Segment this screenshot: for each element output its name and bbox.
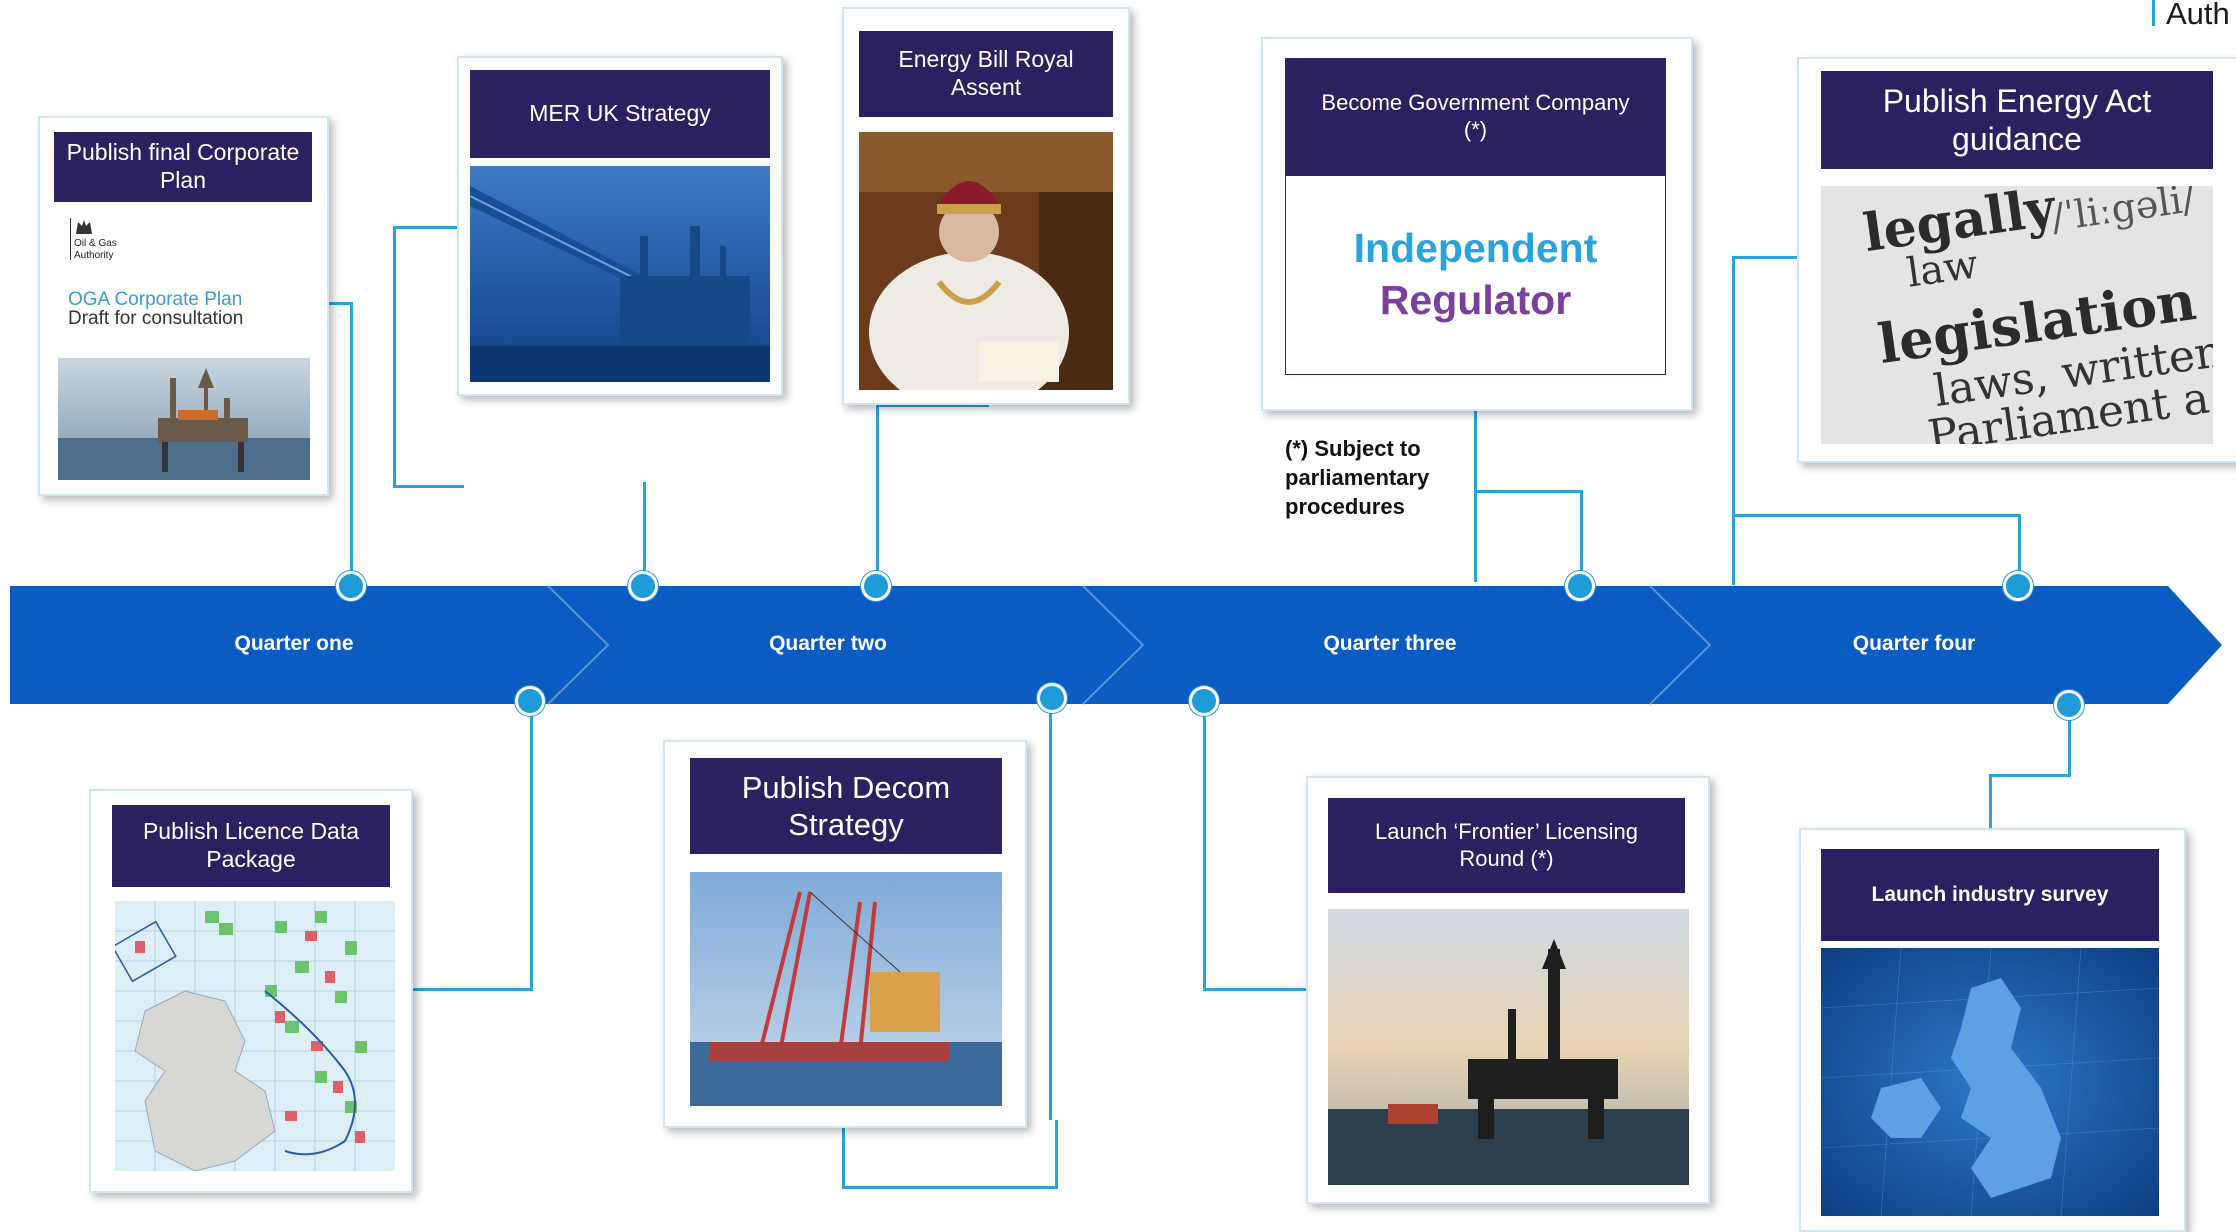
platform-photo (470, 166, 770, 382)
crane-vessel-photo (690, 872, 1002, 1106)
doc-title: OGA Corporate Plan (68, 289, 243, 310)
connector-decom (842, 1120, 1058, 1189)
licence-map (115, 901, 395, 1171)
chevron-divider-2 (1082, 585, 1145, 705)
connector-mer-uk-drop (461, 482, 646, 582)
card-energy-act-title: Publish Energy Act guidance (1821, 71, 2213, 169)
card-licence-data[interactable]: Publish Licence Data Package (89, 789, 413, 1193)
card-decom-title: Publish Decom Strategy (690, 758, 1002, 854)
card-energy-bill[interactable]: Energy Bill Royal Assent (842, 7, 1130, 405)
quarter-one-label: Quarter one (234, 632, 354, 655)
independent-text: Independent (1353, 225, 1598, 271)
chevron-divider-3 (1649, 585, 1712, 705)
card-mer-uk-title: MER UK Strategy (470, 70, 770, 158)
logo-text-line1: Oil & Gas (74, 238, 117, 249)
card-gov-company[interactable]: Become Government Company (*) Independen… (1261, 37, 1693, 411)
uk-map-photo (1821, 948, 2159, 1216)
connector-frontier (1203, 700, 1308, 991)
milestone-dot-energy-act[interactable] (2003, 571, 2033, 601)
legislation-photo: legally /ˈliːgəli/ law legislation laws,… (1821, 186, 2213, 444)
connector-energy-bill (876, 404, 989, 585)
card-energy-act[interactable]: Publish Energy Act guidance legally /ˈli… (1797, 57, 2236, 463)
quarter-three-label: Quarter three (1323, 632, 1457, 655)
rig-photo (58, 358, 310, 480)
card-frontier[interactable]: Launch ‘Frontier’ Licensing Round (*) (1306, 776, 1710, 1204)
connector-mer-uk (393, 226, 464, 488)
card-licence-data-title: Publish Licence Data Package (112, 805, 390, 887)
chevron-divider-1 (547, 585, 610, 705)
connector-gov-company (1474, 408, 1583, 582)
quarter-four-label: Quarter four (1852, 632, 1976, 655)
milestone-dot-corporate-plan[interactable] (336, 571, 366, 601)
doc-subtitle: Draft for consultation (68, 308, 244, 329)
card-frontier-title: Launch ‘Frontier’ Licensing Round (*) (1328, 798, 1685, 893)
timeline-arrow (10, 585, 2222, 705)
milestone-dot-survey[interactable] (2054, 690, 2084, 720)
gov-company-footnote: (*) Subject to parliamentary procedures (1285, 436, 1430, 520)
connector-gov-company-h (1474, 490, 1583, 585)
card-survey[interactable]: Launch industry survey (1799, 828, 2186, 1232)
regulator-text: Regulator (1379, 277, 1572, 323)
regulator-panel (1285, 175, 1666, 375)
card-energy-bill-title: Energy Bill Royal Assent (859, 31, 1113, 117)
connector-energy-act-h (1732, 514, 2021, 585)
milestone-dot-gov-company[interactable] (1565, 571, 1595, 601)
connector-licence-data (410, 700, 533, 991)
corner-brand-text: Auth (2166, 0, 2230, 31)
logo-text-line2: Authority (74, 250, 114, 261)
card-gov-company-title: Become Government Company (*) (1285, 58, 1666, 175)
quarter-two-label: Quarter two (769, 632, 887, 655)
card-survey-title: Launch industry survey (1821, 849, 2159, 941)
milestone-dot-energy-bill[interactable] (861, 571, 891, 601)
milestone-dot-mer-uk[interactable] (628, 571, 658, 601)
connector-survey-drop (1989, 774, 1992, 830)
frontier-rig-photo (1328, 909, 1689, 1185)
corner-brand-divider (2152, 0, 2155, 26)
card-mer-uk[interactable]: MER UK Strategy (457, 56, 783, 396)
connector-corporate-plan (328, 302, 353, 585)
crest-icon (74, 218, 94, 236)
milestone-dot-decom[interactable] (1037, 683, 1067, 713)
card-corporate-plan[interactable]: Publish final Corporate Plan Oil & Gas A… (38, 116, 329, 496)
logo-divider (70, 218, 71, 260)
dict-word-pron: /ˈliːgəli/ (2048, 186, 2198, 240)
connector-decom-up (1049, 700, 1055, 1120)
card-corporate-plan-title: Publish final Corporate Plan (54, 132, 312, 202)
milestone-dot-frontier[interactable] (1189, 686, 1219, 716)
connector-survey (1989, 700, 2071, 777)
card-decom[interactable]: Publish Decom Strategy (663, 740, 1027, 1128)
dict-word-law: law (1904, 241, 1981, 297)
queen-photo (859, 132, 1113, 390)
milestone-dot-licence-data[interactable] (515, 686, 545, 716)
